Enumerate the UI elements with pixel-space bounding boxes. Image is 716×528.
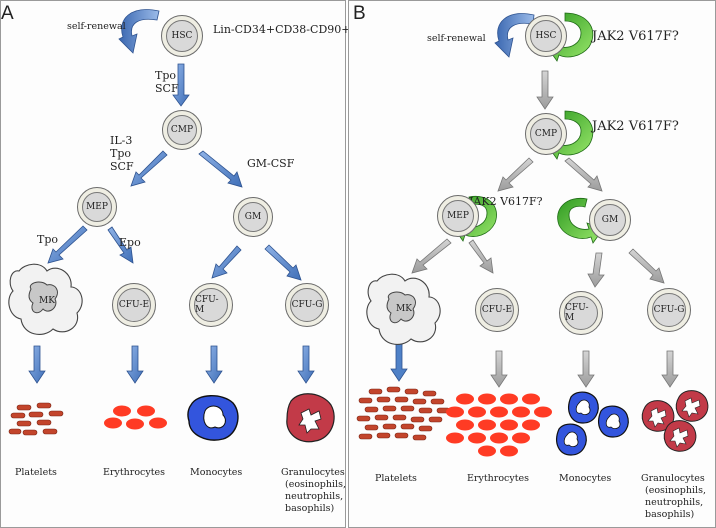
cmp-label: CMP — [167, 115, 197, 145]
arrow-cfug-granulocytes — [297, 345, 315, 384]
cmp-cell-b: CMP — [525, 113, 567, 155]
hsc-cell-b: HSC — [525, 15, 567, 57]
granulocytes-sub-2-b: neutrophils, — [645, 497, 704, 508]
cmp-cell: CMP — [162, 110, 202, 150]
monocytes-cluster-b — [556, 391, 629, 456]
cfum-label: CFU-M — [194, 288, 228, 322]
hsc-markers-label: Lin-CD34+CD38-CD90+ — [213, 23, 351, 36]
monocyte-cell — [187, 395, 239, 441]
cfue-label-b: CFU-E — [480, 293, 514, 327]
cfug-cell-b: CFU-G — [647, 288, 691, 332]
cytokine-tpo-1: Tpo — [155, 69, 177, 82]
granulocytes-cluster-b — [641, 390, 709, 452]
granulocytes-sub-1-b: (eosinophils, — [645, 485, 706, 496]
cfug-cell: CFU-G — [285, 283, 329, 327]
mep-label-b: MEP — [442, 200, 474, 232]
cfug-label-b: CFU-G — [652, 293, 686, 327]
arrow-mep-mk-b — [411, 238, 452, 274]
panel-b: B self-renewal JAK2 V617F? JAK2 V617F? J… — [348, 0, 716, 528]
erythrocytes-label: Erythrocytes — [103, 467, 166, 478]
arrow-gm-cfug — [264, 244, 302, 281]
cfue-cell-b: CFU-E — [475, 288, 519, 332]
arrow-cfum-monocytes — [205, 345, 223, 384]
cfum-cell-b: CFU-M — [559, 291, 603, 335]
arrow-cfue-erythrocytes — [126, 345, 144, 384]
granulocytes-sub-3: basophils) — [285, 503, 335, 514]
cmp-label-b: CMP — [530, 118, 562, 150]
arrow-mep-mk — [47, 225, 88, 264]
jak-label-hsc: JAK2 V617F? — [592, 29, 679, 44]
granulocyte-cell — [286, 393, 335, 443]
arrow-mk-platelets — [28, 345, 46, 384]
arrow-cmp-mep — [130, 150, 168, 187]
megakaryocyte-cell-b — [366, 273, 441, 345]
cfue-cell: CFU-E — [112, 283, 156, 327]
arrow-hsc-cmp-b — [536, 70, 554, 110]
cfue-label: CFU-E — [117, 288, 151, 322]
erythrocytes-label-b: Erythrocytes — [467, 473, 530, 484]
gm-cell-b: GM — [589, 199, 631, 241]
arrow-cfum-monocytes-b — [577, 350, 595, 388]
panel-b-arrows — [356, 12, 709, 457]
arrow-cmp-gm — [198, 150, 243, 188]
granulocytes-sub-3-b: basophils) — [645, 509, 695, 520]
cytokine-epo: Epo — [119, 236, 141, 249]
cytokine-gmcsf: GM-CSF — [247, 157, 295, 170]
monocytes-label: Monocytes — [190, 467, 243, 478]
gm-cell: GM — [233, 197, 273, 237]
arrow-cfug-granulocytes-b — [661, 350, 679, 388]
self-renewal-arrow — [118, 9, 160, 54]
self-renewal-arrow-b — [494, 13, 535, 58]
cfum-label-b: CFU-M — [564, 296, 598, 330]
arrow-mk-platelets-b — [390, 342, 408, 382]
self-renewal-label: self-renewal — [67, 21, 126, 32]
granulocytes-label-b: Granulocytes — [641, 473, 705, 484]
cytokine-tpo-2: Tpo — [110, 147, 132, 160]
platelets-cluster-b — [356, 386, 451, 441]
gm-label-b: GM — [594, 204, 626, 236]
mep-cell-b: MEP — [437, 195, 479, 237]
gm-label: GM — [238, 202, 268, 232]
hsc-label-b: HSC — [530, 20, 562, 52]
cytokine-scf-1: SCF — [155, 82, 179, 95]
platelets-label: Platelets — [15, 467, 57, 478]
granulocytes-sub-1: (eosinophils, — [285, 479, 346, 490]
arrow-gm-cfum — [211, 245, 242, 279]
jak-label-cmp: JAK2 V617F? — [592, 119, 679, 134]
arrow-gm-cfum-b — [587, 252, 605, 288]
erythrocytes-cluster — [104, 405, 167, 430]
granulocytes-sub-2: neutrophils, — [285, 491, 344, 502]
panel-a-arrows — [8, 9, 335, 443]
arrow-hsc-cmp — [172, 63, 190, 107]
platelets-cluster — [8, 402, 64, 436]
erythrocytes-cluster-b — [446, 393, 552, 457]
arrow-cfue-erythrocytes-b — [490, 350, 508, 388]
hsc-label: HSC — [166, 20, 198, 52]
mep-cell: MEP — [77, 187, 117, 227]
hsc-cell: HSC — [161, 15, 203, 57]
mk-label-b: MK — [396, 304, 412, 314]
arrow-cmp-gm-b — [564, 157, 603, 192]
cytokine-scf-2: SCF — [110, 160, 134, 173]
arrow-gm-cfug-b — [628, 248, 665, 284]
cfug-label: CFU-G — [290, 288, 324, 322]
self-renewal-label-b: self-renewal — [427, 33, 486, 44]
mep-label: MEP — [82, 192, 112, 222]
arrow-mep-cfue-b — [468, 239, 494, 274]
platelets-label-b: Platelets — [375, 473, 417, 484]
jak-label-mep: JAK2 V617F? — [469, 195, 543, 208]
panel-a: A self-renewal Lin-CD34+CD38-CD90+ HSC T… — [0, 0, 350, 528]
panel-a-label: A — [1, 3, 14, 24]
arrow-mep-cfue — [107, 226, 134, 264]
cytokine-tpo-mk: Tpo — [37, 233, 59, 246]
mk-label: MK — [39, 296, 55, 306]
granulocytes-label: Granulocytes — [281, 467, 345, 478]
cytokine-il3: IL-3 — [110, 134, 133, 147]
monocytes-label-b: Monocytes — [559, 473, 612, 484]
panel-b-label: B — [353, 3, 366, 24]
megakaryocyte-cell — [8, 263, 83, 335]
arrow-cmp-mep-b — [497, 157, 534, 192]
cfum-cell: CFU-M — [189, 283, 233, 327]
